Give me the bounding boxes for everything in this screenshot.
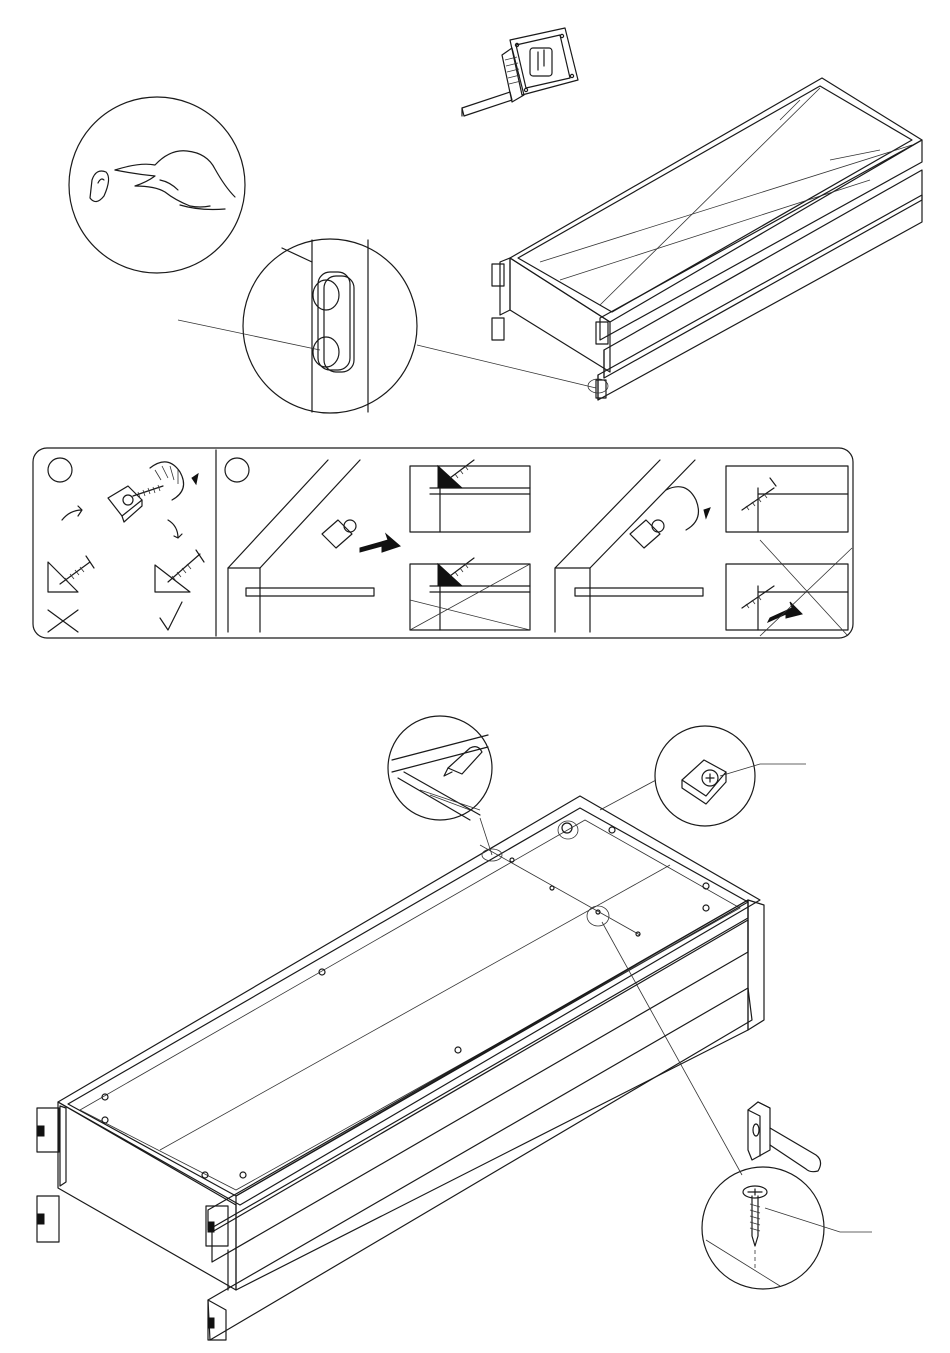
bracket-insertion-sequence bbox=[228, 460, 852, 636]
correct-mark bbox=[160, 602, 182, 630]
hand-press-detail bbox=[69, 97, 245, 273]
tape-measure-icon bbox=[462, 28, 578, 116]
hammer-icon bbox=[748, 1102, 821, 1172]
corner-bracket-detail bbox=[600, 726, 806, 826]
wrong-mark bbox=[48, 610, 78, 632]
pencil-mark-detail bbox=[388, 716, 492, 855]
magnetic-catch-detail bbox=[178, 239, 596, 413]
hinge-bracket-instruction-panel bbox=[33, 448, 853, 638]
hinge-bracket-orientation bbox=[48, 462, 204, 632]
nail-detail bbox=[602, 922, 872, 1289]
cabinet-top-view bbox=[492, 78, 922, 400]
cabinet-back-view bbox=[37, 796, 764, 1340]
